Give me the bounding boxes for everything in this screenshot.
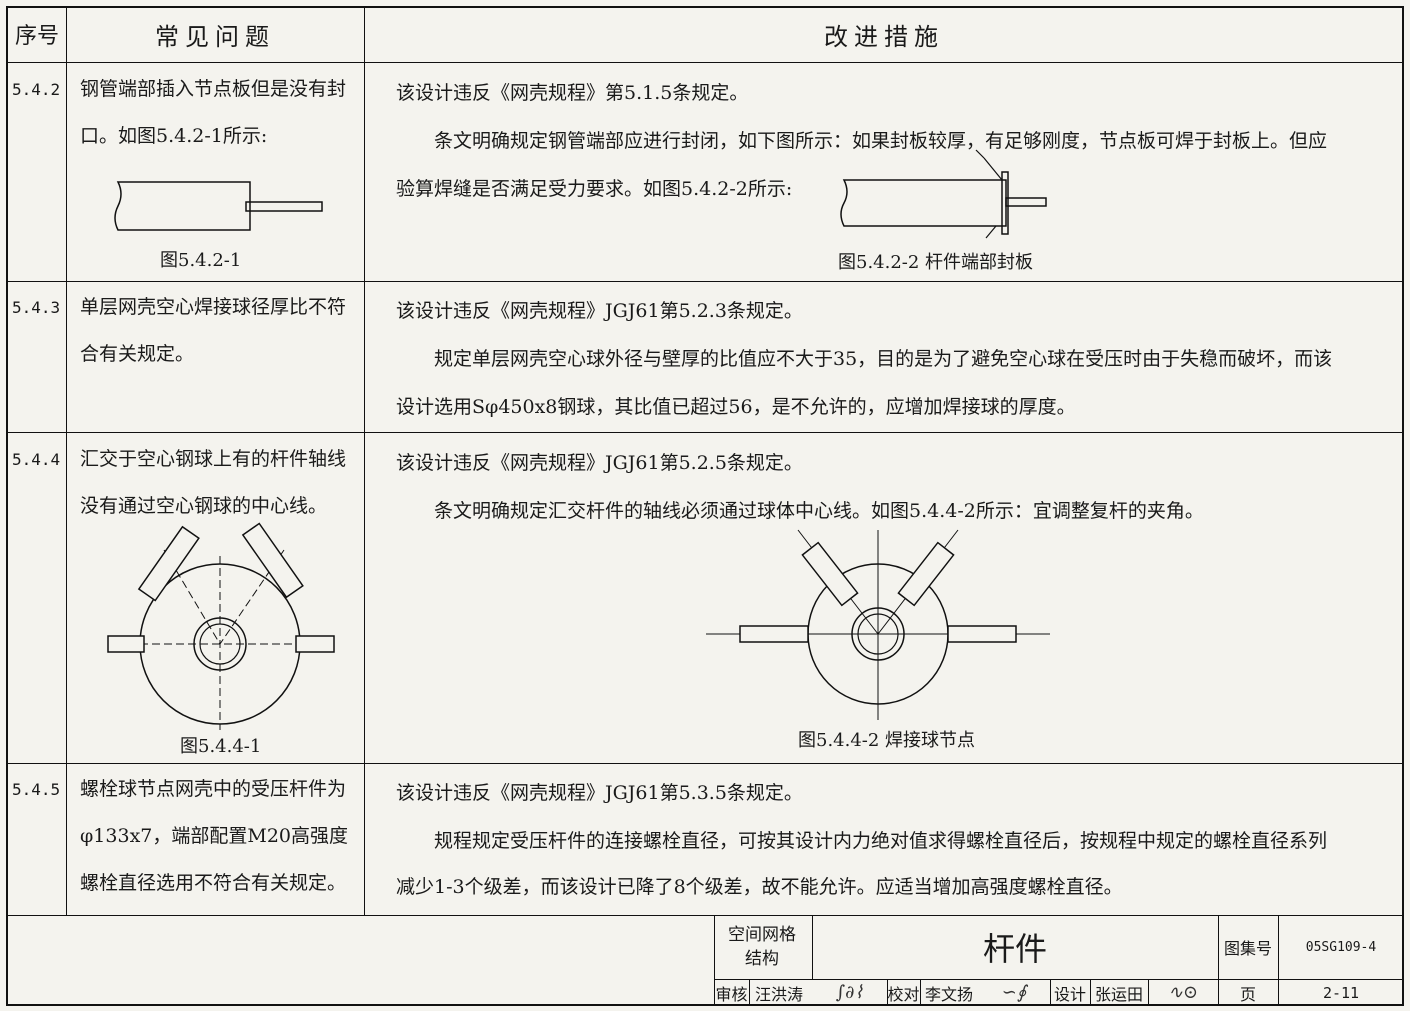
tb-rule <box>1278 915 1279 1006</box>
row-problem: 汇交于空心钢球上有的杆件轴线没有通过空心钢球的中心线。 <box>80 448 347 517</box>
row-rule <box>6 432 1404 433</box>
figure-caption: 图5.4.2-2 杆件端部封板 <box>838 252 1034 273</box>
tb-rule <box>1148 979 1149 1006</box>
measure-line: 规定单层网壳空心球外径与壁厚的比值应不大于35，目的是为了避免空心球在受压时由于… <box>434 348 1333 370</box>
tb-atlas-no: 05SG109-4 <box>1305 939 1377 955</box>
tb-reviewer: 汪洪涛 <box>754 984 803 1004</box>
drawing-frame <box>6 6 1404 1006</box>
tb-rule <box>714 915 715 1006</box>
col-rule <box>364 6 365 915</box>
row-problem: 螺栓球节点网壳中的受压杆件为φ133x7，端部配置M20高强度螺栓直径选用不符合… <box>80 778 349 894</box>
header-problem: 常见问题 <box>155 22 275 51</box>
tb-rule <box>887 979 888 1006</box>
tb-rule <box>1090 979 1091 1006</box>
tb-rule <box>920 979 921 1006</box>
figure-pipe-plate <box>114 181 323 231</box>
tb-rule <box>812 915 813 979</box>
measure-line: 条文明确规定汇交杆件的轴线必须通过球体中心线。如图5.4.4-2所示：宜调整复杆… <box>434 500 1204 522</box>
tb-designer: 张运田 <box>1094 984 1143 1004</box>
row-problem: 单层网壳空心焊接球径厚比不符合有关规定。 <box>80 296 347 365</box>
measure-line: 该设计违反《网壳规程》JGJ61第5.2.5条规定。 <box>396 452 803 474</box>
tb-checker: 李文扬 <box>924 984 973 1004</box>
figure-caption: 图5.4.4-2 焊接球节点 <box>798 730 976 751</box>
row-number: 5.4.3 <box>12 298 61 317</box>
figure-caption: 图5.4.2-1 <box>160 250 242 271</box>
checker-signature: ∽∮ <box>1001 982 1027 1003</box>
row-number: 5.4.5 <box>12 780 61 799</box>
header-no: 序号 <box>14 24 59 49</box>
tb-rule <box>714 979 1404 980</box>
measure-line: 设计选用Sφ450x8钢球，其比值已超过56，是不允许的，应增加焊接球的厚度。 <box>396 396 1076 418</box>
row-problem: 钢管端部插入节点板但是没有封口。如图5.4.2-1所示: <box>80 78 347 147</box>
figure-caption: 图5.4.4-1 <box>180 736 262 757</box>
row-rule <box>6 763 1404 764</box>
measure-line: 验算焊缝是否满足受力要求。如图5.4.2-2所示: <box>396 178 793 200</box>
row-number: 5.4.2 <box>12 80 61 99</box>
tb-page-label: 页 <box>1239 984 1256 1004</box>
header-rule <box>6 62 1404 63</box>
reviewer-signature: ∫∂⌇ <box>835 982 864 1003</box>
tb-title: 杆件 <box>982 930 1047 968</box>
figure-ball-node-offset <box>107 522 335 730</box>
tb-review-label: 审核 <box>715 984 748 1004</box>
figure-ball-node-correct <box>706 529 1050 720</box>
measure-line: 该设计违反《网壳规程》JGJ61第5.3.5条规定。 <box>396 782 803 804</box>
measure-line: 条文明确规定钢管端部应进行封闭，如下图所示：如果封板较厚，有足够刚度，节点板可焊… <box>434 130 1328 152</box>
measure-line: 减少1-3个级差，而该设计已降了8个级差，故不能允许。应适当增加高强度螺栓直径。 <box>396 876 1123 898</box>
measure-line: 规程规定受压杆件的连接螺栓直径，可按其设计内力绝对值求得螺栓直径后，按规程中规定… <box>434 830 1328 852</box>
figure-pipe-end-plate <box>840 149 1047 239</box>
col-rule <box>66 6 67 915</box>
header-measure: 改进措施 <box>824 22 944 51</box>
tb-rule <box>749 979 750 1006</box>
tb-atlas-label: 图集号 <box>1223 939 1272 958</box>
tb-rule <box>1218 915 1219 1006</box>
tb-check-label: 校对 <box>887 984 920 1004</box>
row-rule <box>6 281 1404 282</box>
tb-design-label: 设计 <box>1053 984 1086 1004</box>
designer-signature: ∿⊙ <box>1167 982 1199 1003</box>
tb-page-no: 2-11 <box>1322 983 1360 1002</box>
measure-line: 该设计违反《网壳规程》JGJ61第5.2.3条规定。 <box>396 300 803 322</box>
measure-line: 该设计违反《网壳规程》第5.1.5条规定。 <box>396 82 749 104</box>
tb-rule <box>1050 979 1051 1006</box>
row-number: 5.4.4 <box>12 450 61 469</box>
table-bottom-rule <box>6 915 1404 916</box>
tb-category: 空间网格结构 <box>728 925 796 969</box>
